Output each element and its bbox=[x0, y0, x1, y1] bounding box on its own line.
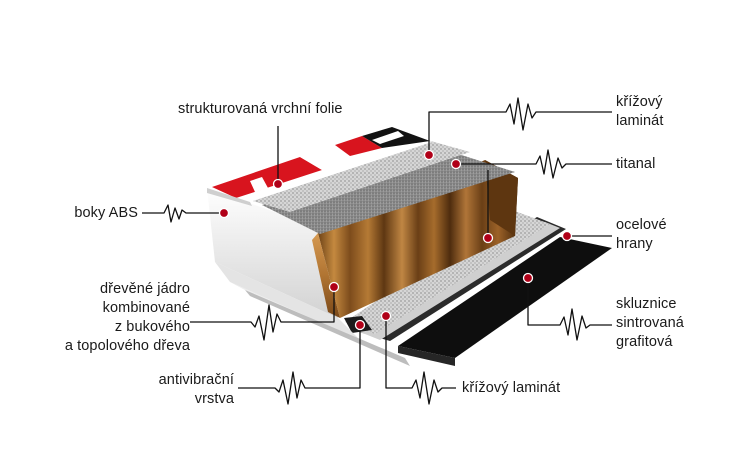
wood-core-layer bbox=[312, 160, 518, 318]
label-cross-laminate-bottom: křížový laminát bbox=[462, 380, 561, 396]
marker-wood-core-top bbox=[482, 232, 494, 244]
label-sidewalls: boky ABS bbox=[74, 205, 138, 221]
leader-sidewalls bbox=[142, 204, 224, 223]
label-steel-edges: ocelové hrany bbox=[616, 217, 667, 252]
marker-antivibration bbox=[354, 319, 366, 331]
marker-sidewalls bbox=[218, 207, 230, 219]
leader-antivibration bbox=[238, 325, 361, 405]
leader-titanal bbox=[456, 149, 612, 179]
leader-wood-core bbox=[190, 287, 335, 341]
label-top-foil: strukturovaná vrchní folie bbox=[178, 101, 343, 117]
marker-cross-laminate-top bbox=[423, 149, 435, 161]
leader-lines bbox=[142, 97, 612, 405]
marker-titanal bbox=[450, 158, 462, 170]
abs-sidewall bbox=[207, 188, 410, 366]
marker-steel-edges bbox=[561, 230, 573, 242]
leader-cross-laminate-bottom bbox=[385, 316, 456, 405]
top-sheet-layer bbox=[207, 127, 432, 206]
titanal-layer bbox=[262, 152, 515, 234]
base-layer bbox=[398, 237, 612, 366]
marker-cross-laminate-bottom bbox=[380, 310, 392, 322]
label-wood-core: dřevěné jádro kombinované z bukového a t… bbox=[64, 281, 190, 354]
leader-base bbox=[527, 278, 612, 341]
upper-laminate-layer bbox=[236, 138, 470, 212]
marker-wood-core bbox=[328, 281, 340, 293]
label-antivibration: antivibrační vrstva bbox=[158, 372, 234, 407]
label-cross-laminate-top: křížový laminát bbox=[616, 94, 664, 129]
label-titanal: titanal bbox=[616, 156, 656, 172]
marker-top-foil bbox=[272, 178, 284, 190]
markers bbox=[218, 149, 573, 331]
leader-cross-laminate-top bbox=[428, 97, 612, 153]
label-base: skluznice sintrovaná grafitová bbox=[616, 296, 684, 350]
marker-base bbox=[522, 272, 534, 284]
